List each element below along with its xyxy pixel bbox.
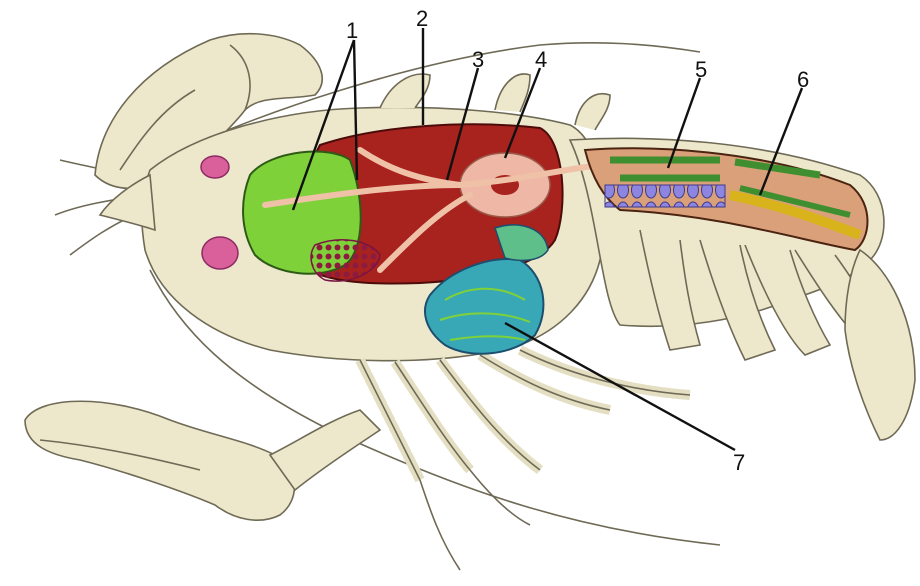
label-2: 2	[416, 6, 428, 31]
label-5: 5	[695, 57, 707, 82]
label-4: 4	[535, 47, 547, 72]
label-1: 1	[346, 18, 358, 43]
label-3: 3	[472, 47, 484, 72]
claw-arm	[270, 410, 380, 490]
eye-upper	[201, 156, 229, 178]
ventral-nerve	[605, 185, 725, 207]
label-7: 7	[733, 450, 745, 475]
eye-lower	[202, 237, 238, 269]
label-6: 6	[797, 67, 809, 92]
tail-fan	[845, 250, 915, 440]
